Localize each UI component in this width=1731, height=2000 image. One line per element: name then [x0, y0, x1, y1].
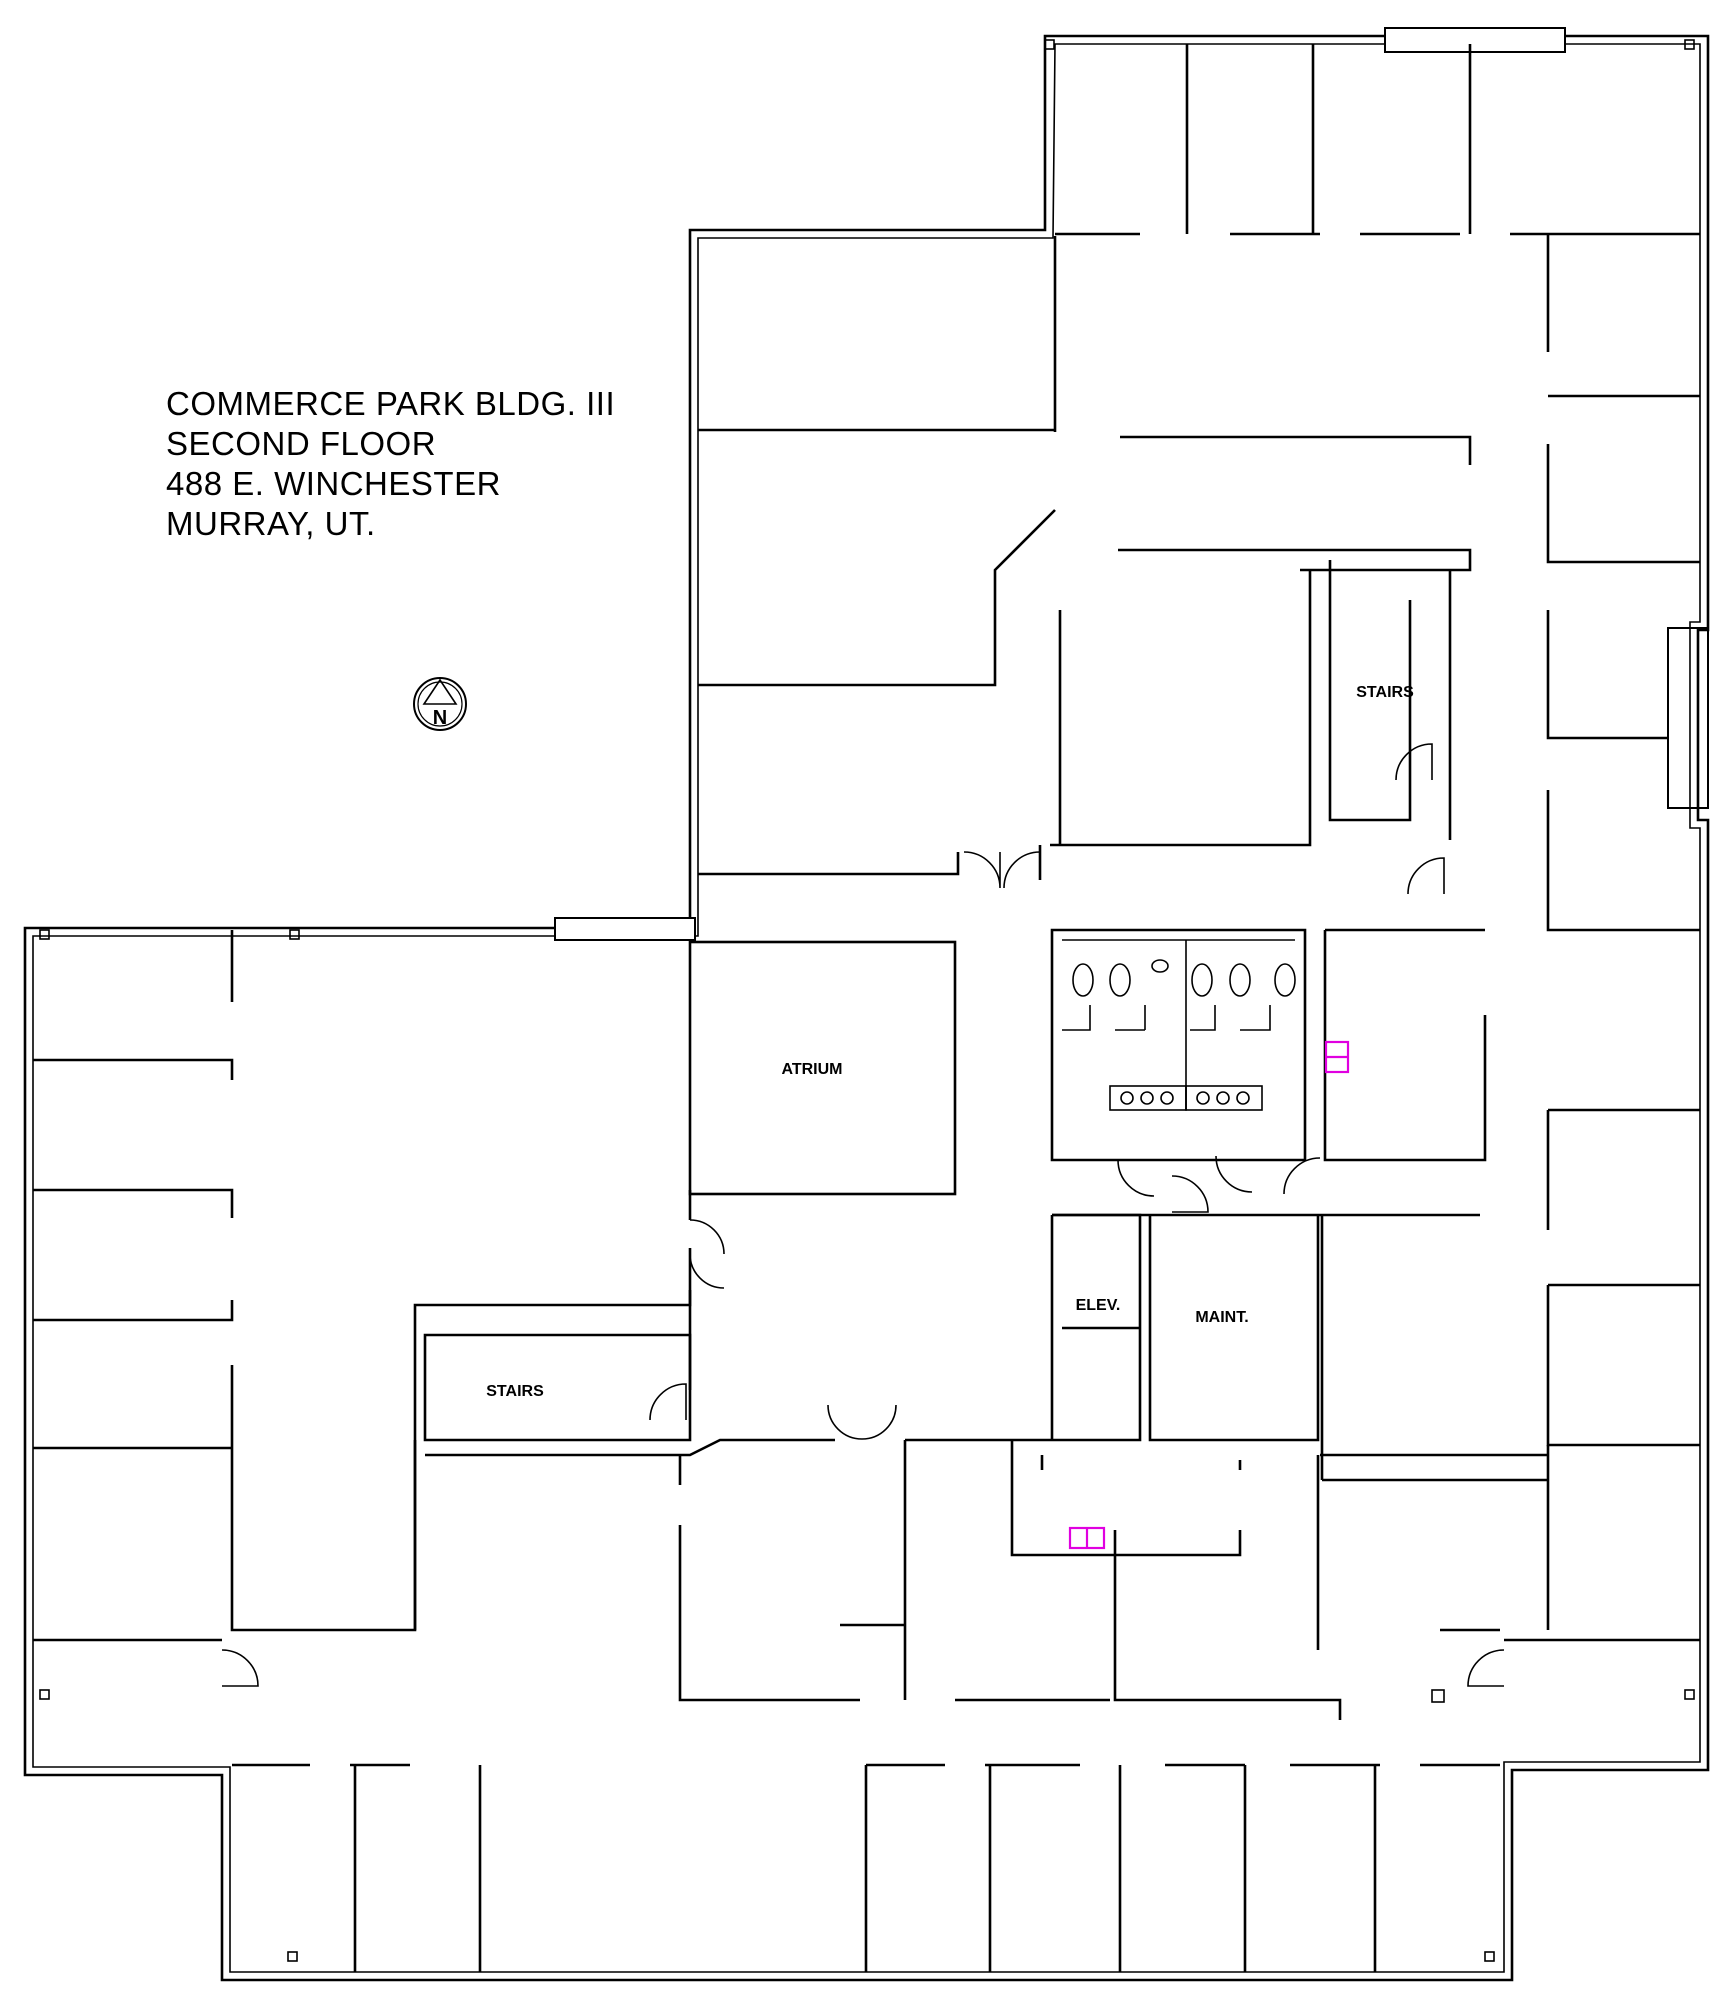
- building-name: COMMERCE PARK BLDG. III: [166, 385, 616, 422]
- column-markers: [39, 39, 1695, 1962]
- north-west-offices: [698, 428, 1472, 880]
- north-arrow-letter: N: [433, 707, 447, 729]
- core-walls: [1050, 928, 1548, 1482]
- doors: [221, 743, 1505, 1687]
- south-wing-walls: [33, 1628, 1700, 1972]
- room-label-atrium: ATRIUM: [781, 1061, 842, 1078]
- room-label-maintenance: MAINT.: [1195, 1309, 1248, 1326]
- room-label-elevator: ELEV.: [1076, 1297, 1121, 1314]
- room-label-stairs-south: STAIRS: [486, 1383, 544, 1400]
- west-wing-walls: [33, 930, 1548, 1720]
- north-wing-walls: [1053, 44, 1700, 1630]
- exterior-wall: [23, 27, 1710, 1982]
- restroom-fixtures: [1062, 959, 1296, 1111]
- title-block: COMMERCE PARK BLDG. III SECOND FLOOR 488…: [166, 384, 615, 544]
- atrium: [688, 940, 957, 1196]
- room-label-stairs-north: STAIRS: [1356, 684, 1414, 701]
- street-address: 488 E. WINCHESTER: [166, 465, 501, 502]
- city-state: MURRAY, UT.: [166, 505, 376, 542]
- north-arrow-icon: N: [413, 677, 467, 731]
- floor-name: SECOND FLOOR: [166, 425, 437, 462]
- drinking-fountains: [1068, 1040, 1350, 1550]
